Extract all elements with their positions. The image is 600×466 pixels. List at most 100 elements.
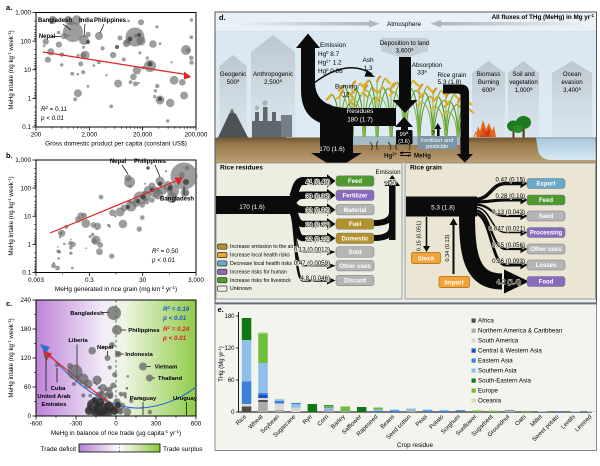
svg-text:41 (0.40): 41 (0.40) [306, 179, 330, 186]
svg-text:Unknown: Unknown [230, 286, 252, 292]
svg-text:Nepal: Nepal [97, 345, 113, 351]
svg-text:-600: -600 [30, 421, 43, 428]
svg-text:22 (0.22): 22 (0.22) [306, 236, 330, 243]
svg-text:5.3 (1.8): 5.3 (1.8) [438, 79, 462, 86]
svg-text:Oceania: Oceania [478, 398, 502, 405]
svg-text:R2 = 0.16: R2 = 0.16 [163, 305, 190, 313]
svg-text:MeHg in balance of rice trade: MeHg in balance of rice trade (µg capita… [51, 429, 181, 437]
svg-text:Atmosphere: Atmosphere [387, 21, 421, 28]
svg-text:12: 12 [342, 92, 350, 99]
svg-text:Sold: Sold [349, 250, 362, 256]
svg-text:120: 120 [20, 355, 31, 362]
svg-text:Northern America & Caribbean: Northern America & Caribbean [478, 328, 563, 335]
svg-text:Anthropogenic: Anthropogenic [253, 71, 293, 78]
svg-text:Geogenic: Geogenic [220, 71, 247, 78]
svg-text:180: 180 [20, 326, 31, 333]
svg-text:MeHg intake (ng kg-1 week-1): MeHg intake (ng kg-1 week-1) [7, 30, 15, 109]
svg-text:0.13 (0.043): 0.13 (0.043) [492, 209, 525, 216]
svg-text:Trade surplus: Trade surplus [163, 446, 203, 453]
svg-text:pesticide: pesticide [426, 144, 448, 150]
svg-text:Philippines: Philippines [134, 159, 167, 165]
svg-text:Paraguay: Paraguay [130, 396, 157, 402]
svg-text:300: 300 [151, 421, 162, 428]
svg-text:Feed: Feed [348, 179, 362, 185]
svg-text:b.: b. [6, 151, 13, 160]
svg-text:0: 0 [27, 413, 31, 420]
svg-text:Ash: Ash [362, 57, 373, 64]
svg-text:R2 = 0.50: R2 = 0.50 [152, 247, 179, 255]
svg-text:0.28 (0.10): 0.28 (0.10) [496, 193, 525, 200]
svg-text:Increase emission to the air: Increase emission to the air [230, 244, 294, 250]
svg-text:Nepal: Nepal [39, 34, 56, 40]
svg-text:MeHg intake (ng kg-1 week-1): MeHg intake (ng kg-1 week-1) [7, 318, 15, 397]
svg-text:Vietnam: Vietnam [155, 365, 178, 371]
svg-text:99a: 99a [400, 130, 409, 138]
svg-text:200: 200 [31, 132, 42, 139]
svg-text:Thailand: Thailand [158, 376, 183, 382]
svg-text:Fertilizer: Fertilizer [342, 194, 368, 200]
svg-text:< 50: < 50 [384, 180, 397, 187]
svg-text:Rice grain: Rice grain [438, 72, 467, 79]
svg-text:Crop residue: Crop residue [397, 442, 434, 449]
svg-text:R2 = 0.11: R2 = 0.11 [41, 105, 67, 113]
svg-text:600a: 600a [482, 86, 495, 94]
svg-text:2,500a: 2,500a [264, 78, 282, 86]
svg-text:200,000: 200,000 [185, 132, 208, 139]
svg-text:Processing: Processing [530, 231, 563, 237]
svg-text:0: 0 [231, 410, 235, 416]
svg-text:United Arab: United Arab [37, 394, 71, 400]
svg-text:Bangladesh: Bangladesh [70, 311, 104, 317]
svg-text:1,000: 1,000 [15, 157, 31, 164]
svg-text:Ocean: Ocean [563, 71, 582, 78]
svg-text:Losses: Losses [536, 263, 557, 269]
svg-text:Export: Export [536, 182, 555, 188]
svg-text:Deposition to land: Deposition to land [380, 40, 430, 47]
svg-text:Fuel: Fuel [349, 222, 362, 228]
svg-text:Europe: Europe [478, 388, 499, 395]
svg-text:Emission: Emission [320, 42, 346, 49]
svg-text:Rice grain: Rice grain [410, 165, 442, 172]
svg-text:1,000: 1,000 [15, 10, 31, 17]
svg-text:1.3: 1.3 [364, 65, 373, 72]
svg-text:Southern Asia: Southern Asia [478, 368, 517, 375]
svg-text:0.15 (0.051): 0.15 (0.051) [417, 221, 423, 251]
svg-text:Biomass: Biomass [477, 71, 501, 78]
svg-text:30: 30 [139, 277, 147, 284]
svg-text:100: 100 [20, 185, 31, 192]
svg-text:-300: -300 [70, 421, 83, 428]
svg-text:Indonesia: Indonesia [125, 352, 153, 358]
svg-text:Import: Import [444, 280, 463, 287]
svg-text:THg (Mg yr-1): THg (Mg yr-1) [217, 346, 225, 382]
svg-text:MeHg generated in rice grain (: MeHg generated in rice grain (mg km-2 yr… [55, 285, 177, 293]
svg-text:(3.6): (3.6) [398, 139, 410, 145]
svg-text:p < 0.01: p < 0.01 [40, 115, 64, 122]
svg-text:60: 60 [228, 378, 235, 384]
svg-text:a.: a. [6, 3, 12, 12]
svg-text:170 (1.6): 170 (1.6) [319, 146, 345, 153]
svg-text:0.26 (0.093): 0.26 (0.093) [492, 258, 525, 265]
svg-text:Hg2+: Hg2+ [384, 152, 398, 160]
svg-text:3,600a: 3,600a [396, 47, 414, 55]
svg-text:Discard: Discard [344, 279, 366, 285]
svg-text:Residues: Residues [347, 108, 374, 115]
svg-text:evasion: evasion [561, 79, 583, 86]
svg-text:0: 0 [114, 421, 118, 428]
svg-text:Seed: Seed [539, 214, 554, 220]
svg-text:Emission: Emission [375, 169, 401, 176]
svg-text:Bangladesh: Bangladesh [38, 18, 72, 24]
svg-text:Africa: Africa [478, 318, 494, 325]
svg-text:Central & Western Asia: Central & Western Asia [478, 348, 542, 355]
svg-text:0.3: 0.3 [85, 277, 94, 284]
svg-text:4.2 (1.4): 4.2 (1.4) [497, 279, 522, 286]
svg-text:1: 1 [27, 96, 31, 103]
svg-text:500a: 500a [227, 78, 240, 86]
svg-text:Emirates: Emirates [42, 402, 68, 408]
svg-text:Burning: Burning [478, 79, 500, 86]
svg-text:Trade deficit: Trade deficit [40, 446, 76, 453]
svg-text:Hg0 8.7: Hg0 8.7 [318, 50, 340, 58]
svg-text:Increase risks for livestock: Increase risks for livestock [230, 278, 291, 284]
svg-text:0.1: 0.1 [22, 270, 31, 277]
svg-text:0.13 (0.0012): 0.13 (0.0012) [294, 247, 330, 254]
svg-text:South-Eastern Asia: South-Eastern Asia [478, 378, 532, 385]
svg-text:South America: South America [478, 338, 519, 345]
